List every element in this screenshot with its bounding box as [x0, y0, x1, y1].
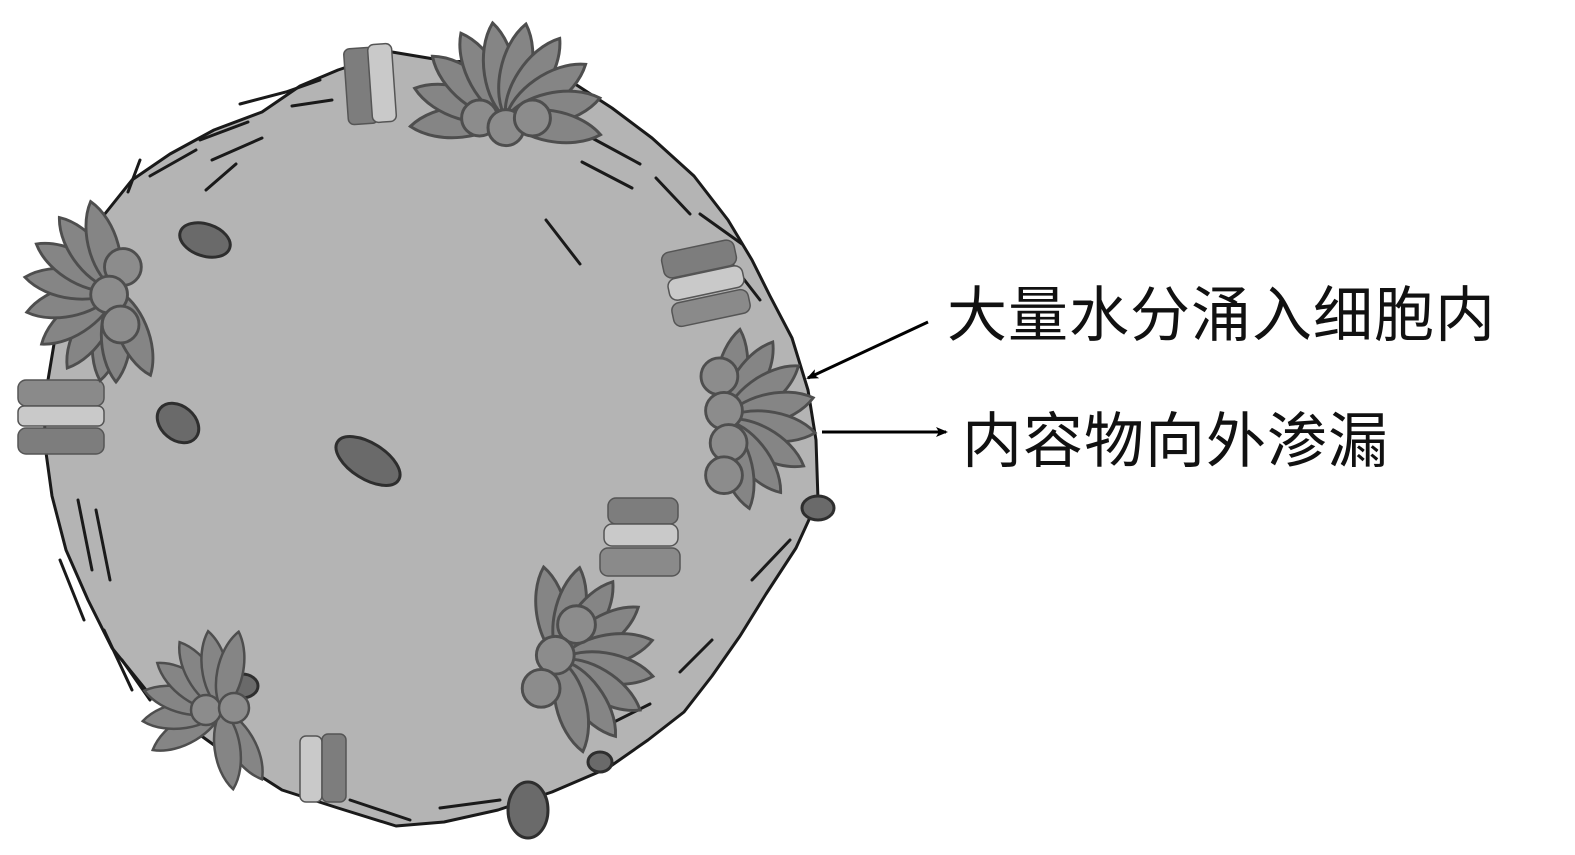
- pore-cluster-bottom-right: [520, 562, 658, 757]
- arrow-inward-icon: [806, 320, 929, 380]
- pore-cluster-top: [407, 19, 605, 152]
- organelles: [155, 221, 836, 840]
- label-water-influx: 大量水分涌入细胞内: [947, 281, 1496, 351]
- membrane-channels: [17, 42, 751, 803]
- label-content-leakage: 内容物向外渗漏: [962, 407, 1389, 477]
- pore-cluster-right: [699, 325, 819, 514]
- pore-cluster-bottom-left: [139, 627, 275, 793]
- pore-cluster-left: [21, 196, 166, 385]
